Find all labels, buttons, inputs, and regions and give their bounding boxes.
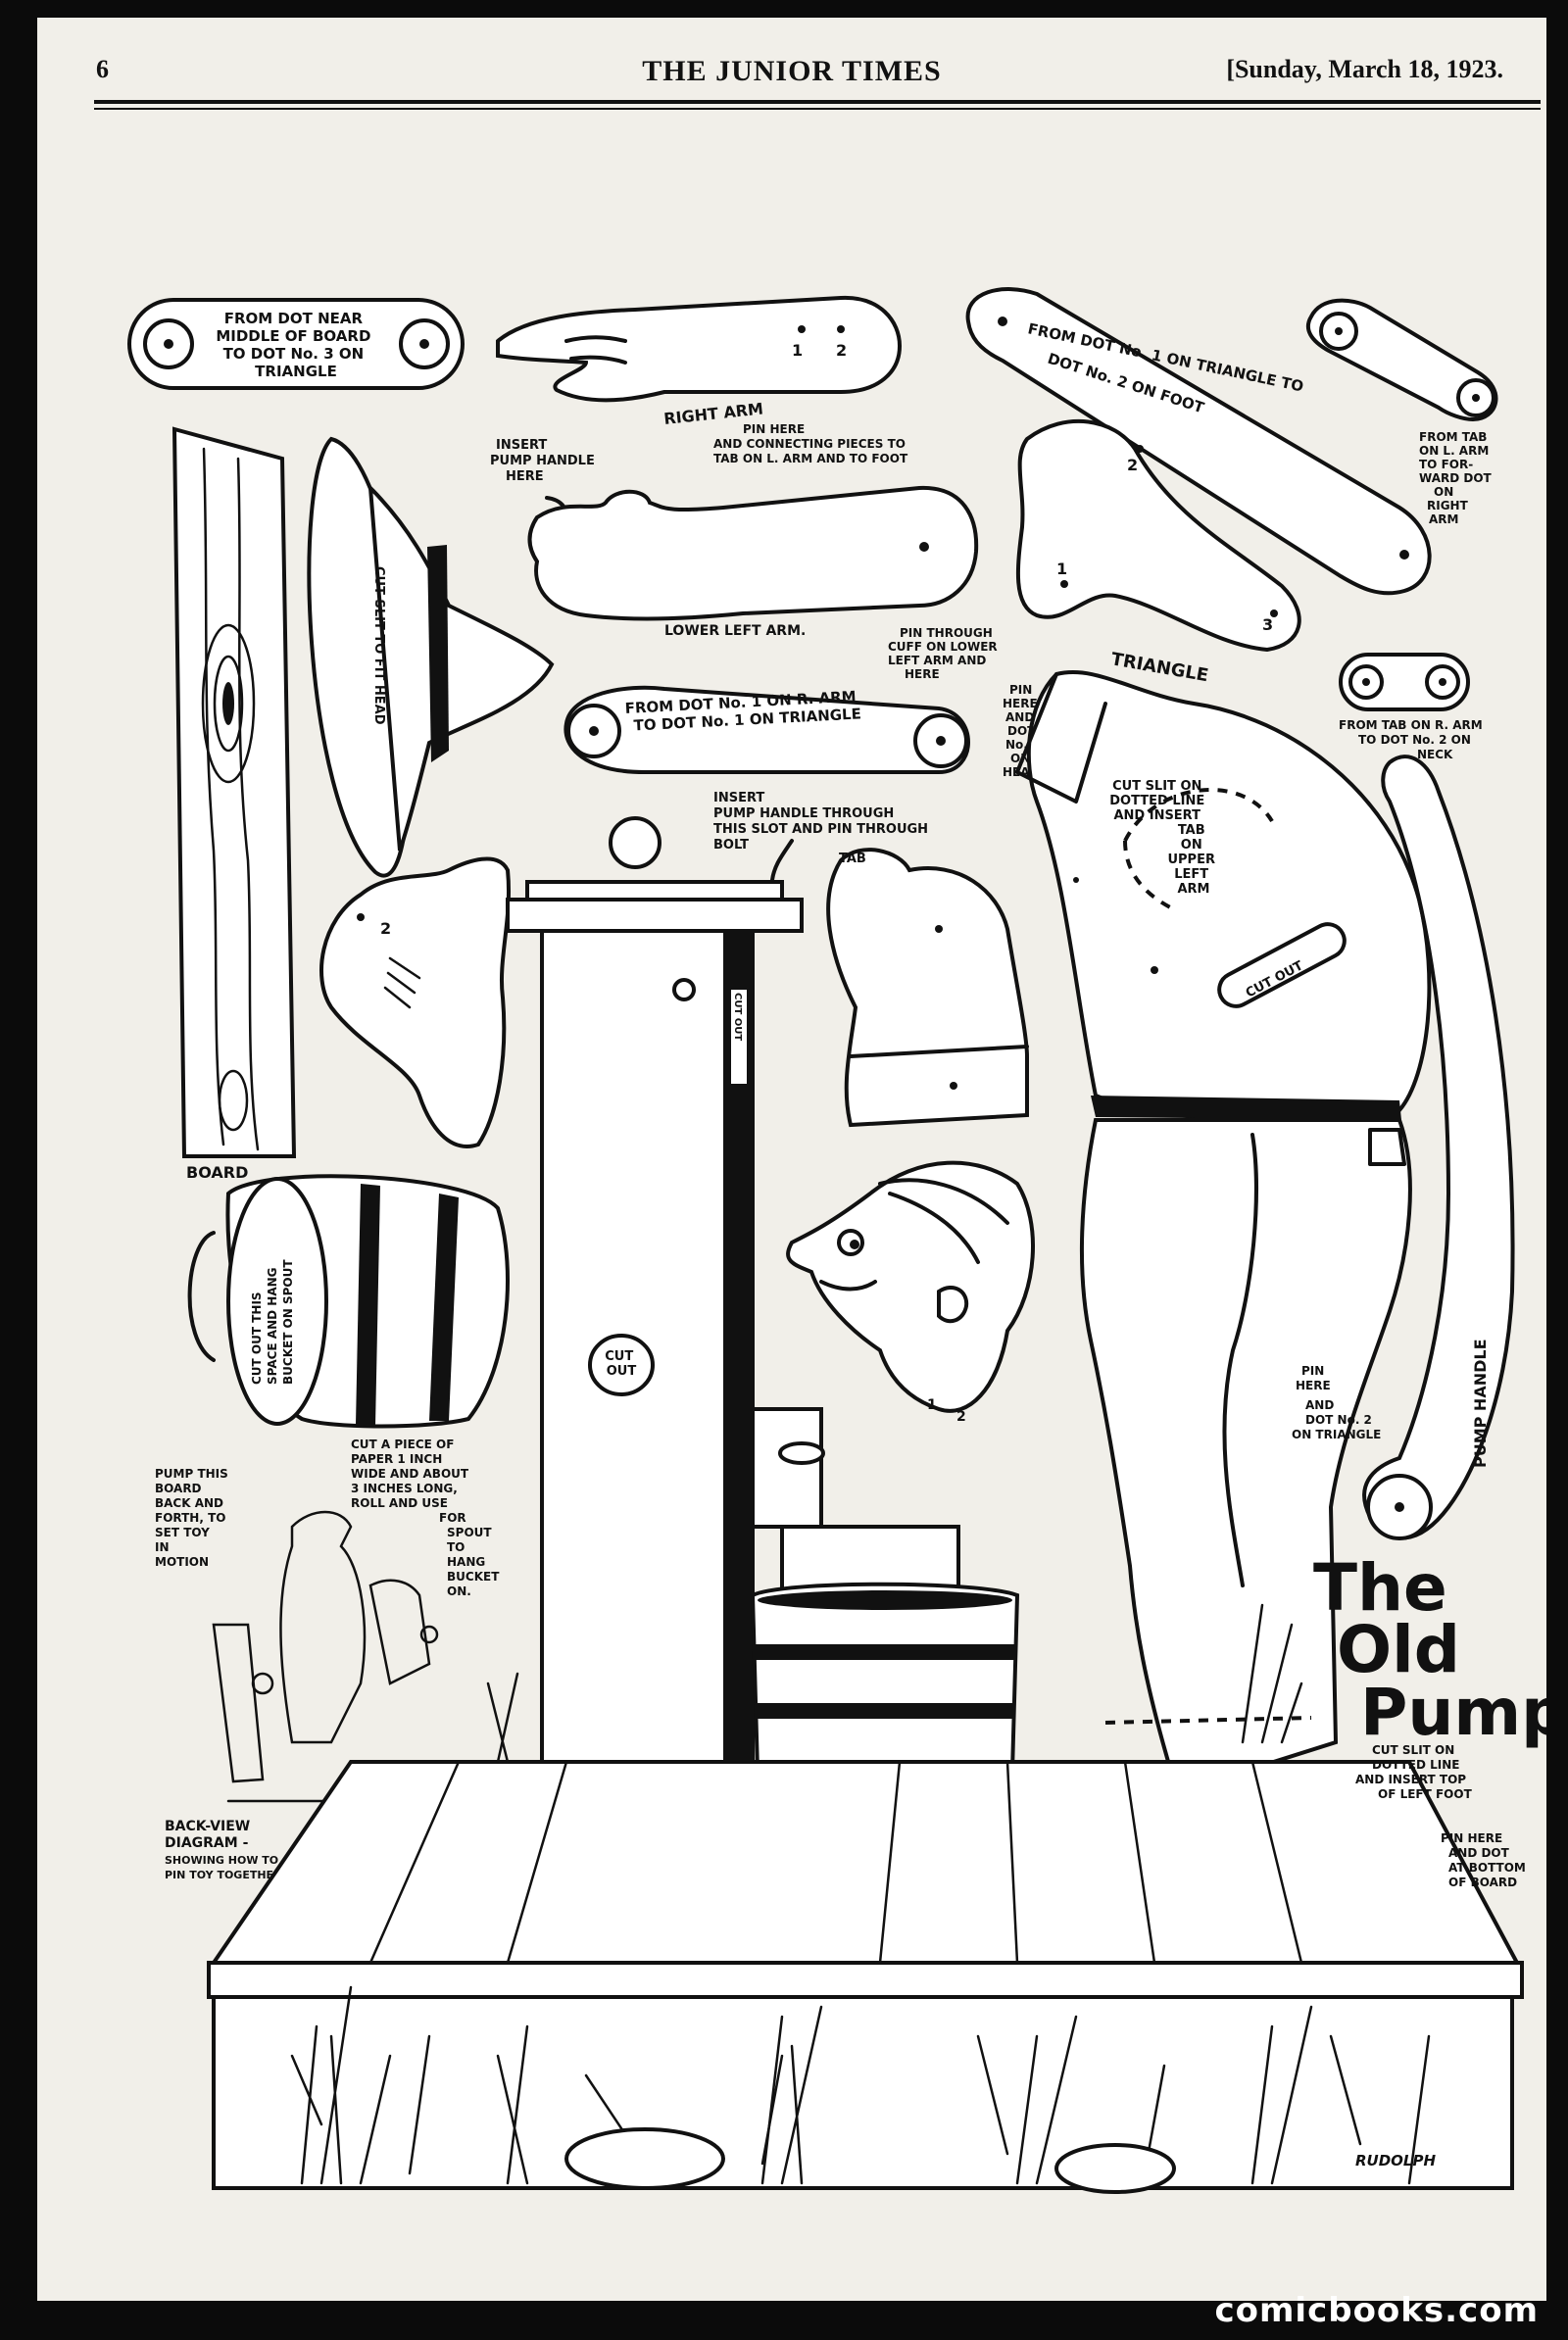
torso-slit-note: CUT SLIT ON DOTTED LINE AND INSERT TAB O…	[1109, 779, 1219, 897]
pump-handle-piece: PUMP HANDLE	[1362, 755, 1515, 1540]
head-piece: 1 2	[786, 1160, 1035, 1425]
bucket-piece: CUT OUT THIS SPACE AND HANG BUCKET ON SP…	[187, 1174, 510, 1429]
cut-slit-foot-note: CUT SLIT ON DOTTED LINE AND INSERT TOP O…	[1355, 1743, 1473, 1801]
pump-board-note: PUMP THIS BOARD BACK AND FORTH, TO SET T…	[155, 1467, 232, 1569]
cut-paper-note: CUT A PIECE OF PAPER 1 INCH WIDE AND ABO…	[351, 1438, 504, 1598]
back-view-caption: BACK-VIEW DIAGRAM - SHOWING HOW TO PIN T…	[165, 1819, 283, 1881]
cutout-toy-illustration: FROM DOT NEAR MIDDLE OF BOARD TO DOT No.…	[127, 287, 1546, 2194]
hat-cut-label: CUT SLIT TO FIT HEAD	[371, 566, 386, 725]
title-line-1: The	[1313, 1550, 1447, 1626]
right-arm-piece: 1 2	[496, 295, 903, 403]
water-barrel	[750, 1407, 1020, 1774]
connector-strip-small	[1305, 298, 1498, 422]
dot-number: 2	[1127, 456, 1138, 474]
title-block: The Old Pump	[1313, 1550, 1546, 1750]
pin-connecting-note: PIN HERE AND CONNECTING PIECES TO TAB ON…	[713, 422, 909, 465]
pin-here-bottom-note: PIN HERE AND DOT AT BOTTOM OF BOARD	[1441, 1831, 1530, 1889]
newspaper-title: THE JUNIOR TIMES	[642, 55, 942, 87]
issue-date: [Sunday, March 18, 1923.	[1226, 55, 1503, 83]
dot-number: 2	[836, 341, 847, 360]
from-tab-l-arm-note: FROM TAB ON L. ARM TO FOR- WARD DOT ON R…	[1419, 430, 1495, 526]
tab-label: TAB	[839, 852, 866, 866]
board-label: BOARD	[186, 1163, 248, 1182]
hat-piece: CUT SLIT TO FIT HEAD	[307, 436, 555, 878]
triangle-label: TRIANGLE	[1109, 649, 1209, 686]
wooden-platform	[207, 1760, 1524, 2194]
pin-through-cuff-note: PIN THROUGH CUFF ON LOWER LEFT ARM AND H…	[888, 626, 1002, 681]
bucket-note: CUT OUT THIS SPACE AND HANG BUCKET ON SP…	[250, 1259, 295, 1385]
triangle-piece: 2 1 3	[1015, 418, 1301, 653]
watermark: comicbooks.com	[1214, 2291, 1539, 2330]
pump-handle-label: PUMP HANDLE	[1471, 1339, 1490, 1468]
torso-piece: CUT SLIT ON DOTTED LINE AND INSERT TAB O…	[1015, 670, 1432, 1124]
back-view-diagram	[212, 1510, 461, 1803]
header-rule	[94, 100, 1541, 104]
lower-left-arm-piece	[527, 485, 979, 621]
insert-pump-handle-note: INSERT PUMP HANDLE HERE	[490, 438, 599, 484]
title-line-2: Old	[1337, 1612, 1460, 1687]
dot-number: 1	[1056, 560, 1067, 578]
shoe-piece: 2	[319, 856, 512, 1148]
pump-cut-out: CUT OUT	[732, 993, 743, 1041]
artist-signature: RUDOLPH	[1355, 2152, 1436, 2169]
upper-left-arm-piece: TAB	[826, 848, 1029, 1128]
newspaper-page: 6 THE JUNIOR TIMES [Sunday, March 18, 19…	[37, 18, 1546, 2301]
connector-strip-rarm-triangle: FROM DOT No. 1 ON R. ARM TO DOT No. 1 ON…	[564, 685, 970, 774]
trousers-piece	[1079, 1118, 1412, 1784]
header-rule-thin	[94, 108, 1541, 110]
dot-number: 2	[380, 919, 391, 938]
connector-strip-board-triangle: FROM DOT NEAR MIDDLE OF BOARD TO DOT No.…	[127, 298, 465, 390]
dot-number: 2	[956, 1409, 966, 1425]
title-line-3: Pump	[1360, 1675, 1546, 1750]
board-piece	[172, 426, 297, 1158]
grass	[300, 1603, 1431, 2185]
strip-label: FROM DOT NEAR MIDDLE OF BOARD TO DOT No.…	[216, 310, 375, 380]
dot-number: 3	[1262, 615, 1273, 634]
pin-here-dot2-note: PIN HERE AND DOT No. 2 ON TRIANGLE	[1292, 1364, 1381, 1441]
page-number: 6	[96, 55, 109, 83]
insert-pump-slot-note: INSERT PUMP HANDLE THROUGH THIS SLOT AND…	[713, 791, 933, 853]
dot-number: 1	[792, 341, 803, 360]
lower-left-arm-label: LOWER LEFT ARM.	[664, 623, 806, 639]
dot-number: 1	[927, 1397, 937, 1413]
pump-round-cut-out: CUT OUT	[605, 1349, 638, 1379]
connector-strip-neck	[1339, 653, 1470, 711]
from-tab-r-arm-note: FROM TAB ON R. ARM TO DOT No. 2 ON NECK	[1339, 718, 1487, 761]
